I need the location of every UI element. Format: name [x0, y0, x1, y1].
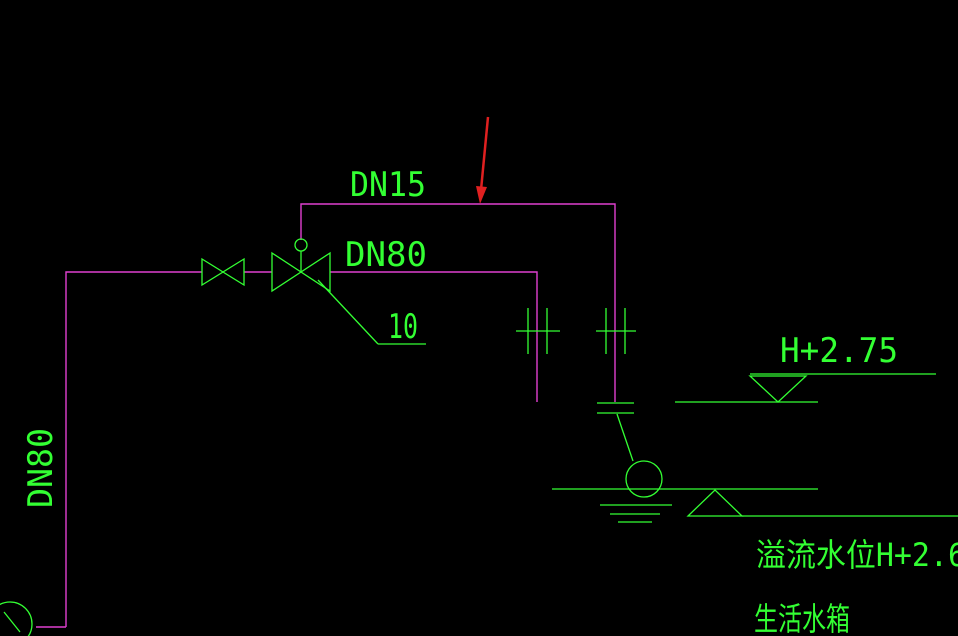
- pipes: [36, 203, 616, 628]
- label-tank-name: 生活水箱: [754, 600, 850, 636]
- red-arrow-icon: [476, 116, 490, 204]
- pipe-dn80-main: [65, 271, 202, 627]
- wall-sleeve-right: [596, 308, 636, 354]
- label-dn80-left: DN80: [21, 428, 61, 508]
- partial-circle-symbol: [0, 601, 33, 636]
- gate-valve-icon[interactable]: [201, 257, 245, 287]
- level-triangle-icon[interactable]: [675, 373, 936, 403]
- ground-symbol-icon: [552, 488, 818, 523]
- label-dn80-top: DN80: [345, 235, 427, 275]
- label-valve-tag: 10: [388, 307, 418, 347]
- valve-tag-leader: [317, 279, 426, 345]
- pipe-dn15: [300, 203, 616, 402]
- overflow-level-triangle-icon[interactable]: [686, 489, 958, 517]
- float-ball-icon[interactable]: [597, 402, 663, 498]
- label-dn15: DN15: [350, 165, 426, 205]
- label-overflow-level: 溢流水位H+2.6: [756, 536, 958, 574]
- float-valve-icon[interactable]: [271, 238, 331, 293]
- pipe-dn80-to-tank: [330, 271, 538, 402]
- label-level-high: H+2.75: [780, 331, 898, 371]
- wall-sleeve-left: [516, 308, 560, 354]
